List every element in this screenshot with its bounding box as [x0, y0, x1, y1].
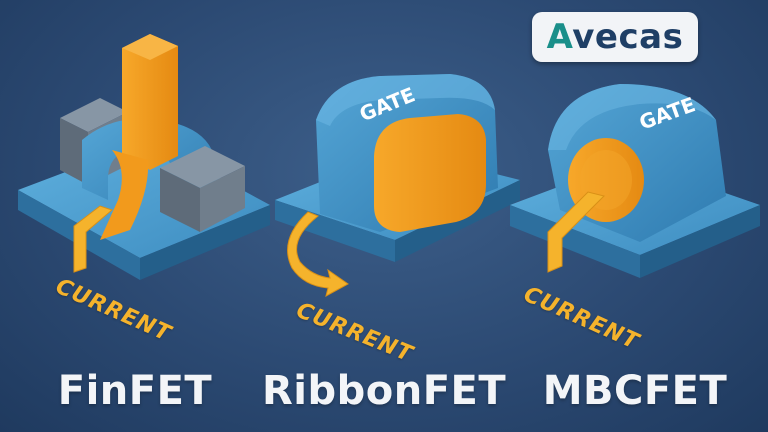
brand-logo: Avecas [532, 12, 698, 62]
finfet-fin [122, 34, 178, 170]
finfet-drain-block [160, 146, 245, 188]
brand-text: Avecas [547, 17, 684, 57]
brand-prefix: A [546, 17, 573, 57]
finfet-device [18, 34, 270, 280]
brand-rest: vecas [572, 17, 684, 57]
mbcfet-current-arrow-icon [547, 191, 605, 273]
ribbonfet-title: RibbonFET [262, 368, 507, 414]
finfet-title: FinFET [57, 368, 213, 414]
ribbonfet-device [275, 74, 520, 297]
mbcfet-device [510, 84, 760, 278]
finfet-current-arrow-icon [73, 205, 114, 273]
finfet-source-block [60, 98, 128, 132]
mbcfet-title: MBCFET [542, 368, 728, 414]
ribbonfet-current-arrow-icon [287, 211, 349, 297]
ribbonfet-ribbon [374, 114, 486, 232]
